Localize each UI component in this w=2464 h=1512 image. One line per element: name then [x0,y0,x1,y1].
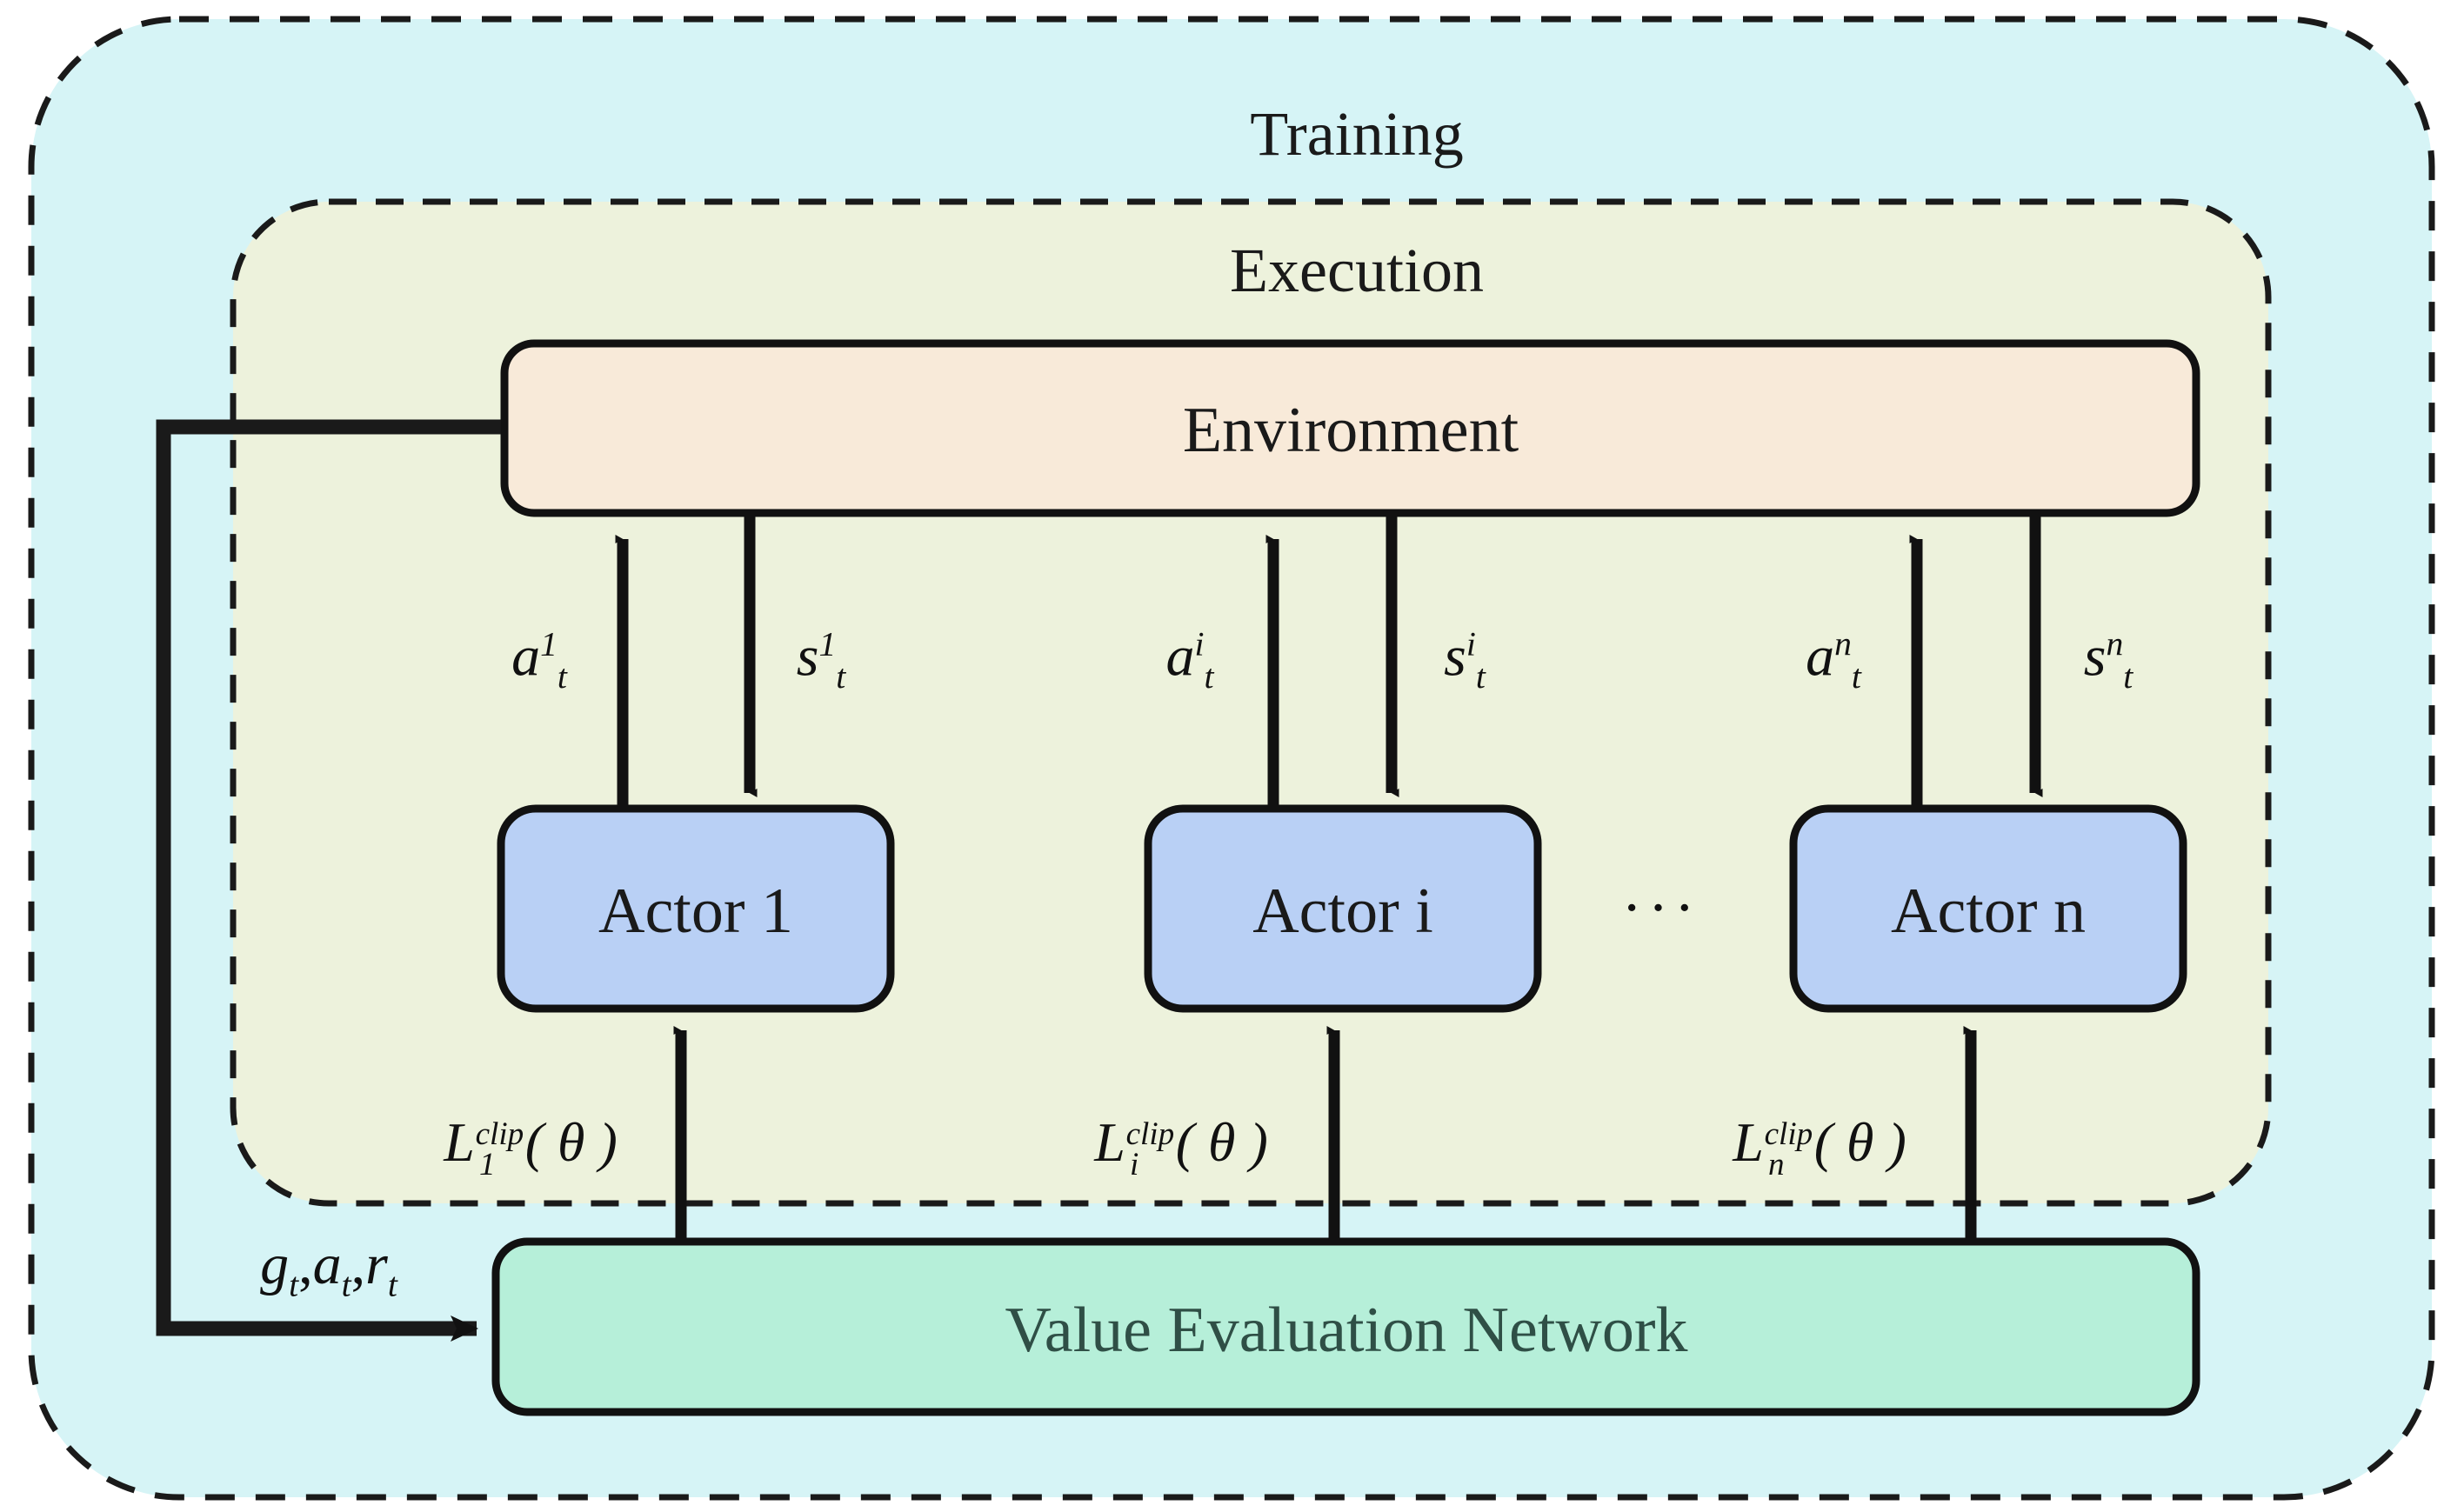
environment-label: Environment [1182,395,1519,466]
feedback-part-a: a [312,1233,342,1297]
state-sub-i: t [1475,656,1486,696]
state-label-i: sit [1444,624,1486,696]
state-base-n: s [2083,624,2107,689]
state-sub-n: t [2123,656,2133,696]
state-base-1: s [796,624,819,689]
feedback-sub-a: t [341,1265,351,1304]
action-label-i: ait [1165,624,1214,696]
feedback-sep-1: , [298,1233,313,1297]
loss-sup-1: clip [475,1116,524,1153]
action-sup-i: i [1194,624,1205,663]
loss-arg-n: ( θ ) [1813,1110,1906,1173]
feedback-sub-r: t [387,1265,397,1304]
actor-label-i: Actor i [1252,876,1433,947]
state-base-i: s [1444,624,1466,689]
feedback-loop-edge [156,419,504,1342]
loss-sub-i: i [1130,1146,1139,1182]
action-sub-1: t [557,656,567,696]
action-sup-1: 1 [540,624,558,663]
environment-box[interactable] [500,339,2200,517]
state-sup-1: 1 [818,624,837,663]
loss-arg-i: ( θ ) [1175,1110,1268,1173]
action-sub-n: t [1851,656,1861,696]
action-base-1: a [511,624,541,689]
action-label-1: a1t [511,624,567,696]
loss-sup-i: clip [1125,1116,1175,1153]
loss-sub-n: n [1768,1146,1785,1182]
action-label-n: ant [1806,624,1861,696]
actors-ellipsis: ··· [1621,875,1701,942]
feedback-sub-g: t [289,1265,299,1304]
value-evaluation-network-label: Value Evaluation Network [1005,1295,1688,1366]
loss-edges [673,1026,1977,1243]
action-sup-n: n [1834,624,1852,663]
state-sup-n: n [2106,624,2124,663]
loss-sub-1: 1 [479,1146,496,1182]
action-base-i: a [1165,624,1195,689]
state-sup-i: i [1466,624,1476,663]
action-sub-i: t [1204,656,1214,696]
training-region-title: Training [1250,99,1464,169]
actor-box-i[interactable] [1144,804,1542,1013]
feedback-part-r: r [365,1233,388,1297]
actor-label-1: Actor 1 [598,876,793,947]
loss-base-n: L [1733,1110,1764,1173]
actor-box-n[interactable] [1789,804,2187,1013]
loss-base-i: L [1094,1110,1125,1173]
state-label-1: s1t [796,624,846,696]
state-edges [744,515,2043,797]
state-label-n: snt [2083,624,2133,696]
value-evaluation-network-box[interactable] [491,1237,2200,1416]
action-base-n: a [1806,624,1835,689]
feedback-part-g: g [260,1233,290,1297]
actor-label-n: Actor n [1891,876,2086,947]
loss-arg-1: ( θ ) [524,1110,618,1173]
loss-base-1: L [444,1110,475,1173]
loss-sup-n: clip [1764,1116,1813,1153]
feedback-sep-2: , [351,1233,366,1297]
action-edges [615,535,1923,817]
execution-region-title: Execution [1230,236,1484,305]
state-sub-1: t [836,656,846,696]
actor-box-1[interactable] [497,804,895,1013]
feedback-tuple-label: gt,at,rt [260,1236,397,1302]
